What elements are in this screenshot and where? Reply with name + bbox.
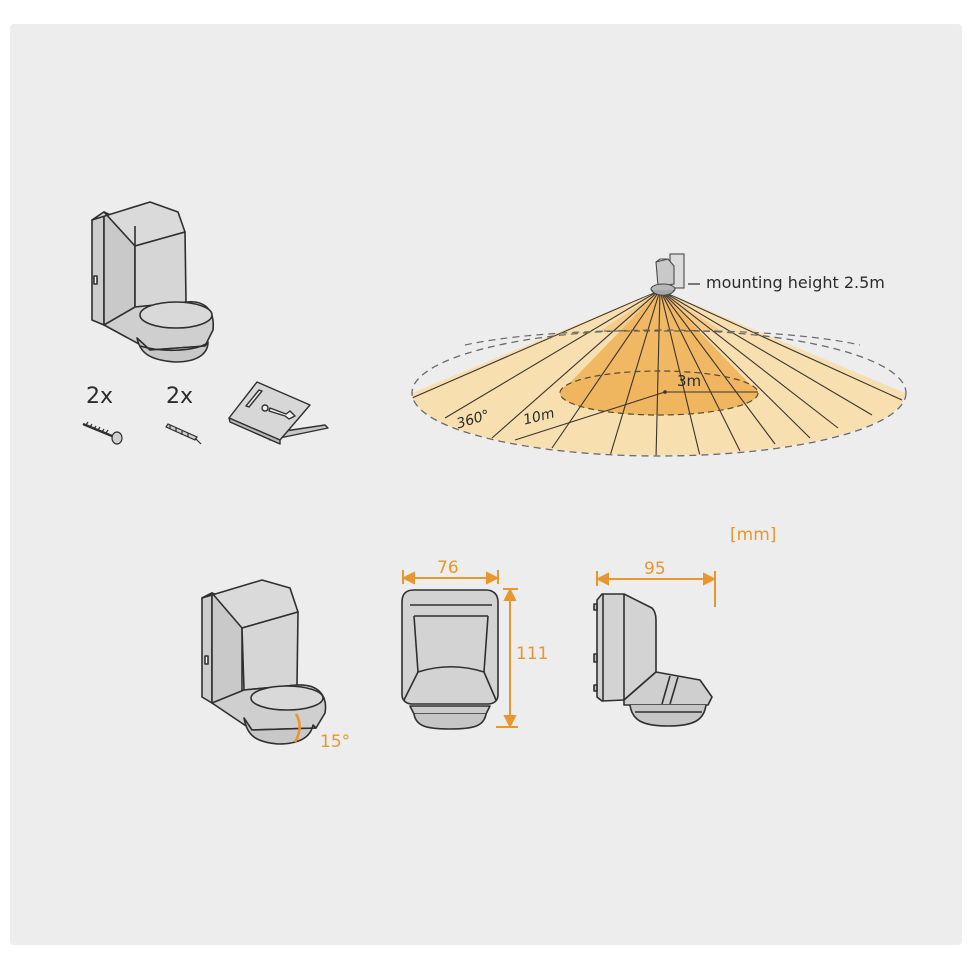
unit-label: [mm] bbox=[730, 525, 777, 545]
wall-anchor-icon bbox=[165, 423, 202, 445]
width-value: 76 bbox=[437, 558, 459, 578]
mounting-height-label: mounting height 2.5m bbox=[706, 273, 885, 292]
sensor-front-view bbox=[401, 589, 499, 730]
depth-value: 95 bbox=[644, 559, 666, 579]
height-value: 111 bbox=[516, 644, 549, 664]
depth-dimension bbox=[595, 571, 717, 607]
tilt-angle-value: 15° bbox=[320, 732, 351, 752]
sensor-side-view bbox=[593, 593, 713, 727]
anchor-quantity-label: 2x bbox=[166, 384, 194, 409]
width-dimension bbox=[401, 570, 500, 585]
background-panel bbox=[10, 24, 962, 945]
sensor-tilt-view bbox=[201, 579, 327, 745]
screw-icon bbox=[82, 421, 123, 445]
mounting-bracket-icon bbox=[228, 381, 329, 445]
screw-quantity-label: 2x bbox=[86, 384, 114, 409]
mounted-sensor-icon bbox=[650, 253, 685, 296]
height-dimension bbox=[496, 587, 518, 729]
inner-radius-label: 3m bbox=[677, 372, 702, 390]
tilt-arc-icon bbox=[293, 713, 301, 743]
detection-zone-illustration bbox=[411, 253, 907, 457]
sensor-device-illustration bbox=[91, 201, 214, 363]
